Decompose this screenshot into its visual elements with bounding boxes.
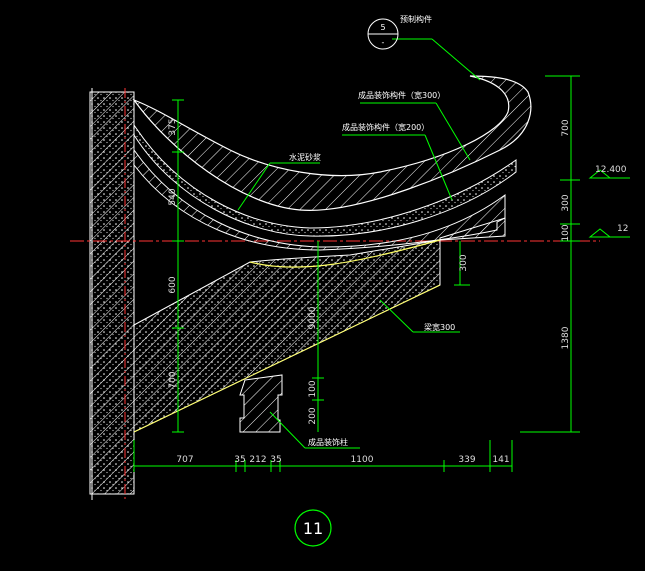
dim-h-1: 707 — [176, 455, 193, 465]
beam-outline — [249, 239, 441, 268]
dim-h-2: 35 — [234, 455, 245, 465]
elevation-bottom-value: 12 — [617, 224, 628, 234]
dim-h-7: 141 — [492, 455, 509, 465]
elevation-marker-top: 12.400 — [588, 165, 630, 179]
dim-right-2: 300 — [561, 194, 571, 211]
label-beam: 梁宽300 — [424, 322, 455, 332]
callout-text: 预制构件 — [400, 14, 432, 24]
elevation-marker-bottom: 12 — [588, 224, 630, 238]
dim-mid-3: 200 — [308, 407, 318, 424]
label-component-200: 成品装饰构件（宽200） — [342, 122, 429, 132]
dimension-lines — [133, 75, 580, 472]
dim-h-6: 339 — [458, 455, 475, 465]
dim-right-1: 700 — [561, 119, 571, 136]
dim-left-2: 540 — [168, 188, 178, 205]
dim-h-5: 1100 — [351, 455, 374, 465]
dim-right-3: 100 — [561, 224, 571, 241]
decorative-pillar — [239, 374, 283, 433]
dim-h-4: 35 — [270, 455, 281, 465]
dim-right-4: 1380 — [561, 326, 571, 349]
label-mortar: 水泥砂浆 — [289, 152, 321, 162]
detail-number: 11 — [303, 519, 323, 538]
dim-left-3: 600 — [168, 276, 178, 293]
beam-bottom-outline — [133, 284, 441, 433]
dim-mid-2: 100 — [308, 380, 318, 397]
dim-left-4: 700 — [168, 371, 178, 388]
wall — [89, 88, 135, 500]
sloped-beam — [133, 239, 441, 433]
curved-decorative-component — [132, 75, 532, 251]
detail-number-symbol: 11 — [294, 509, 332, 547]
dim-300-right: 300 — [459, 254, 469, 271]
leader-lines — [237, 38, 481, 449]
label-pillar: 成品装饰柱 — [308, 437, 348, 447]
label-component-300: 成品装饰构件（宽300） — [358, 90, 445, 100]
dim-h-3: 212 — [249, 455, 266, 465]
dim-left-1: 375 — [168, 118, 178, 135]
callout-sub: - — [382, 38, 385, 47]
elevation-top-value: 12.400 — [595, 165, 627, 175]
callout-number: 5 — [380, 23, 385, 32]
callout-symbol: 5 - 预制构件 — [367, 14, 432, 50]
dim-mid-1: 9000 — [308, 306, 318, 329]
